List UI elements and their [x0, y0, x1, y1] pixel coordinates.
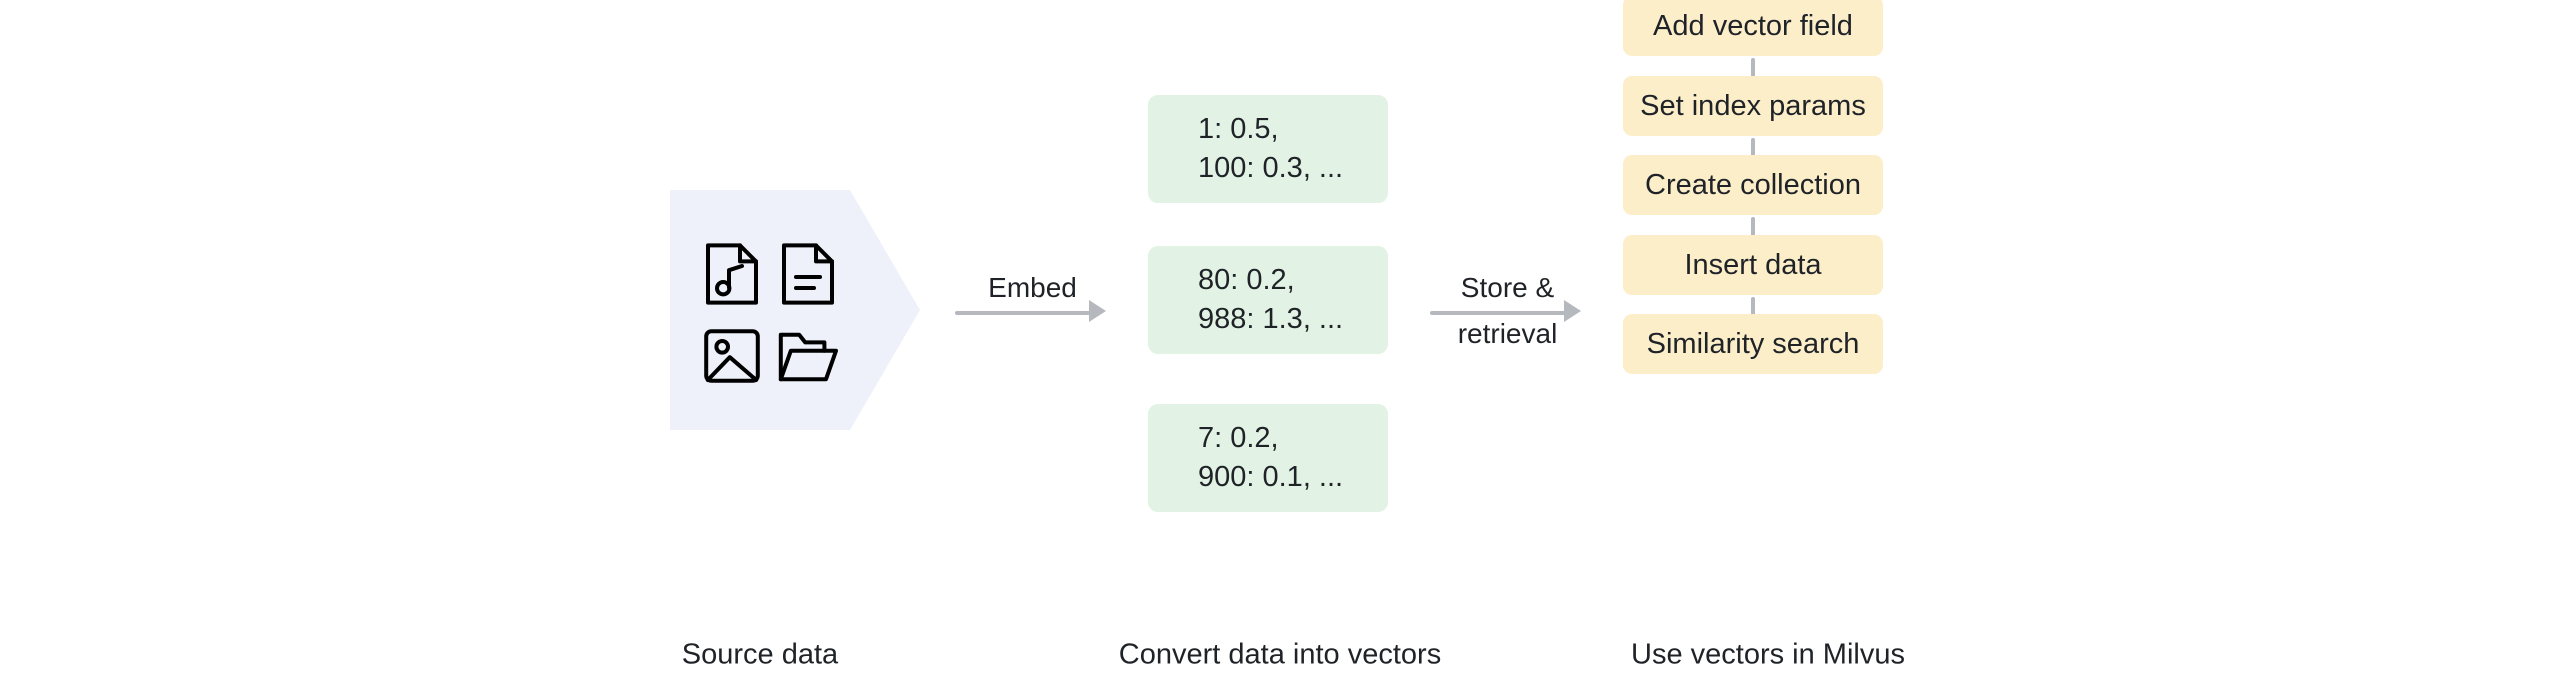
vector-line-1: 1: 0.5, [1198, 113, 1279, 146]
step-box-insert-data[interactable]: Insert data [1623, 235, 1883, 295]
caption-convert-data: Convert data into vectors [1118, 638, 1442, 671]
embed-label: Embed [988, 271, 1077, 303]
embed-arrow-head-icon [1089, 300, 1106, 322]
vector-line-1: 80: 0.2, [1198, 264, 1295, 297]
store-arrow-line [1430, 311, 1568, 315]
vector-line-2: 988: 1.3, ... [1198, 303, 1344, 335]
source-data-panel [670, 190, 920, 430]
vector-chip: 1: 0.5, 100: 0.3, ... [1148, 95, 1388, 203]
audio-file-icon [704, 243, 760, 305]
store-arrow-head-icon [1564, 300, 1581, 322]
folder-icon [778, 328, 838, 384]
embed-connector: Embed [955, 272, 1110, 336]
step-box-create-collection[interactable]: Create collection [1623, 155, 1883, 215]
store-label-below: retrieval [1457, 318, 1558, 349]
embed-arrow-line [955, 311, 1093, 315]
step-box-add-vector-field[interactable]: Add vector field [1623, 0, 1883, 56]
document-file-icon [780, 243, 836, 305]
caption-source-data: Source data [681, 638, 839, 671]
vector-chip: 80: 0.2, 988: 1.3, ... [1148, 246, 1388, 354]
store-label-above: Store & [1460, 271, 1555, 303]
step-box-set-index-params[interactable]: Set index params [1623, 76, 1883, 136]
caption-use-vectors: Use vectors in Milvus [1631, 638, 1905, 671]
store-retrieval-connector: Store & retrieval [1430, 272, 1585, 349]
image-file-icon [703, 328, 761, 384]
vector-line-2: 100: 0.3, ... [1198, 152, 1344, 184]
source-icon-grid [700, 238, 840, 392]
step-box-similarity-search[interactable]: Similarity search [1623, 314, 1883, 374]
vector-line-1: 7: 0.2, [1198, 422, 1279, 455]
vector-line-2: 900: 0.1, ... [1198, 461, 1344, 493]
vector-chip: 7: 0.2, 900: 0.1, ... [1148, 404, 1388, 512]
